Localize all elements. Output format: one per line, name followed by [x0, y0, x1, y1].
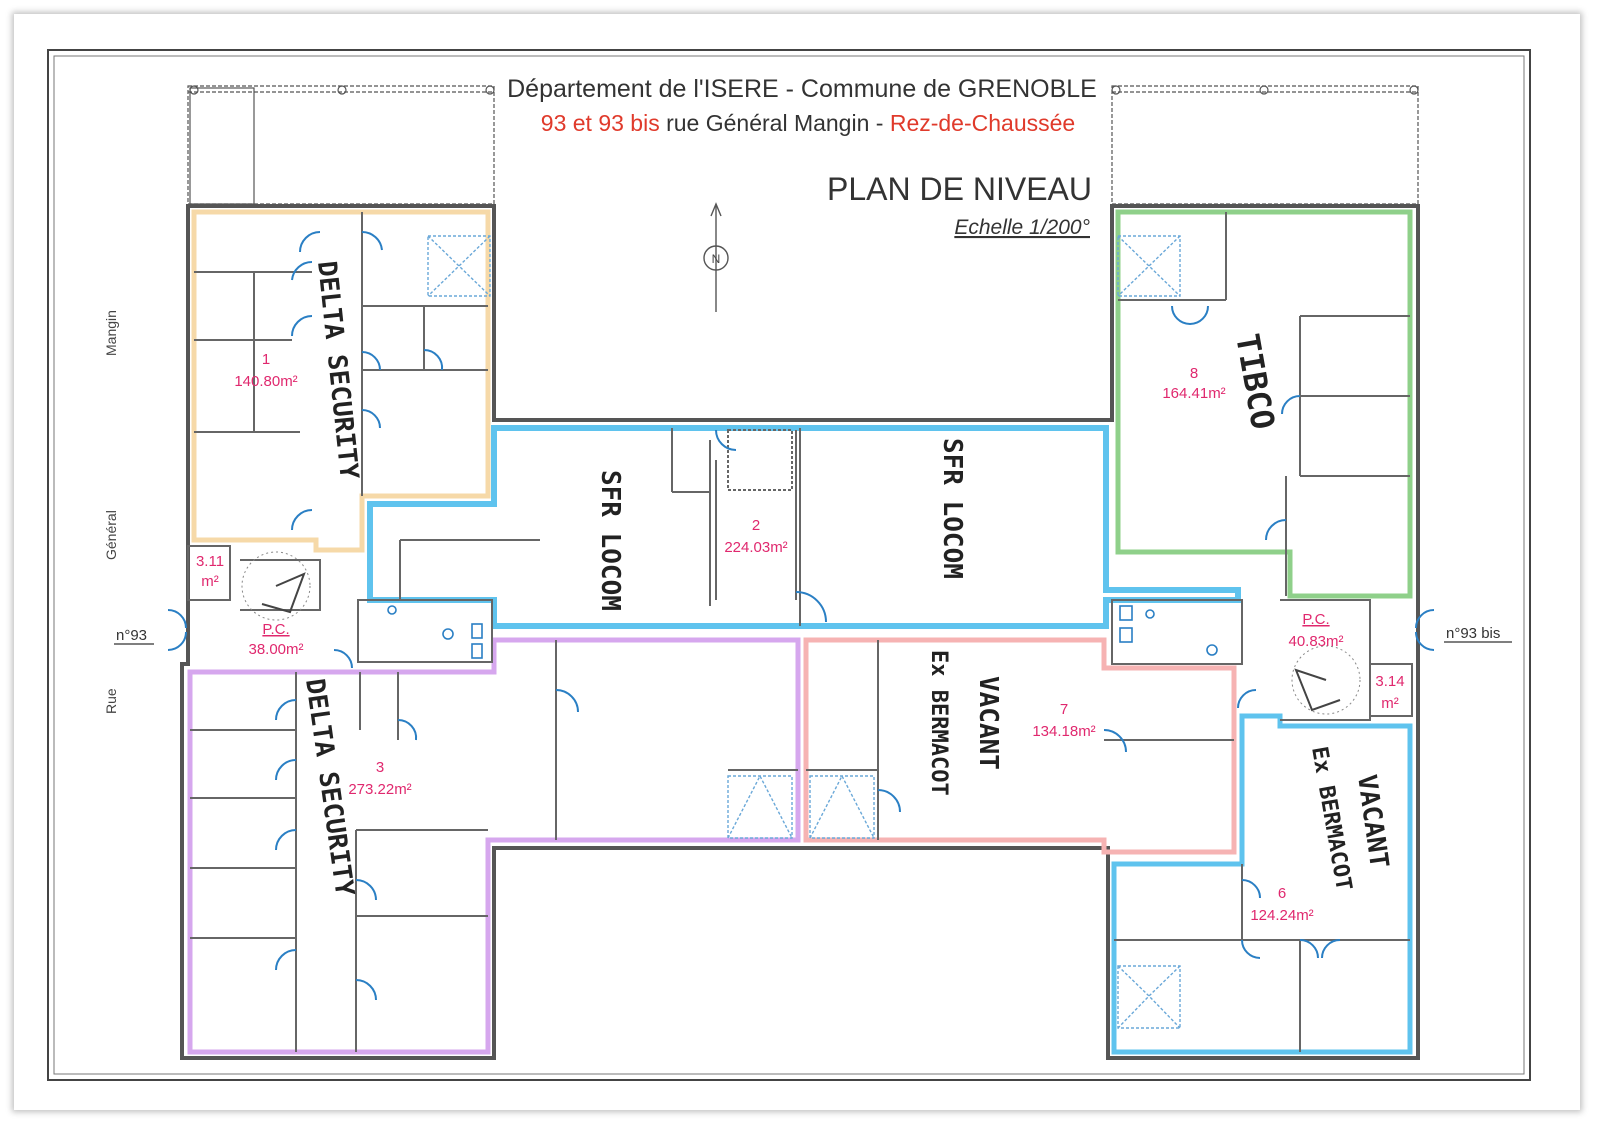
- lot-2-tenant-left: SFR LOCOM: [595, 470, 625, 611]
- spiral-stair-right: [1291, 645, 1361, 715]
- lot-1-tenant: DELTA SECURITY: [311, 260, 364, 481]
- inner-frame: [53, 55, 1525, 1075]
- lot-6-tenant: VACANT: [1351, 773, 1394, 870]
- lot-7-area: 134.18m²: [1032, 723, 1095, 740]
- header-address-street: rue Général Mangin -: [660, 110, 890, 136]
- pc-right-label: P.C.: [1302, 611, 1329, 628]
- header-line-2: 93 et 93 bis rue Général Mangin - Rez-de…: [541, 110, 1075, 136]
- header-address-numbers: 93 et 93 bis: [541, 110, 660, 136]
- stair-left-unit: m²: [201, 573, 219, 590]
- street-number-right: n°93 bis: [1446, 625, 1500, 642]
- balcony-left: [187, 85, 495, 205]
- stair-right-unit: m²: [1381, 695, 1399, 712]
- north-arrow: N: [703, 202, 729, 312]
- stair-left-area: 3.11: [196, 553, 224, 570]
- lot-7-outline: [803, 637, 1237, 855]
- lot-6-tenant-former: Ex BERMACOT: [1306, 745, 1356, 893]
- lot-2-area: 224.03m²: [724, 539, 787, 556]
- pc-right-area: 40.83m²: [1288, 633, 1343, 650]
- street-word-rue: Rue: [103, 688, 119, 714]
- interior-walls: [187, 212, 1413, 1052]
- north-letter: N: [712, 252, 721, 266]
- plan-scale: Echelle 1/200°: [954, 216, 1090, 239]
- street-word-general: Général: [103, 510, 119, 560]
- building-walls: [180, 204, 1420, 1060]
- pc-left-label: P.C.: [262, 621, 289, 638]
- glazing-bays: [427, 235, 1181, 1029]
- lot-8-area: 164.41m²: [1162, 385, 1225, 402]
- pc-left-area: 38.00m²: [248, 641, 303, 658]
- lot-7-number: 7: [1060, 701, 1068, 718]
- lot-7-tenant-former: Ex BERMACOT: [926, 650, 951, 796]
- balcony-right: [1111, 85, 1419, 205]
- lot-6-area: 124.24m²: [1250, 907, 1313, 924]
- lot-6-outline: [1111, 713, 1413, 1055]
- spiral-stair-left: [241, 551, 311, 621]
- lot-1-number: 1: [262, 351, 270, 368]
- lot-1-area: 140.80m²: [234, 373, 297, 390]
- stair-right-area: 3.14: [1375, 673, 1404, 690]
- lot-7-tenant: VACANT: [973, 676, 1003, 770]
- lot-6-number: 6: [1278, 885, 1286, 902]
- lot-8-tenant: TIBCO: [1228, 331, 1282, 432]
- door-swings: [167, 230, 1435, 1001]
- lot-8-number: 8: [1190, 365, 1198, 382]
- plan-title: PLAN DE NIVEAU: [827, 171, 1092, 207]
- lot-3-number: 3: [376, 759, 384, 776]
- lot-2-outline: [367, 425, 1241, 629]
- wc-fixtures: [387, 605, 1218, 659]
- lot-2-tenant-right: SFR LOCOM: [937, 438, 967, 579]
- header-line-1: Département de l'ISERE - Commune de GREN…: [507, 75, 1097, 103]
- header-level: Rez-de-Chaussée: [890, 110, 1075, 136]
- street-word-mangin: Mangin: [103, 310, 119, 356]
- lot-3-area: 273.22m²: [348, 781, 411, 798]
- lot-3-outline: [187, 637, 801, 1055]
- outer-frame: [47, 49, 1531, 1081]
- street-number-left: n°93: [116, 627, 147, 644]
- lot-8-outline: [1115, 209, 1413, 599]
- lot-2-number: 2: [752, 517, 760, 534]
